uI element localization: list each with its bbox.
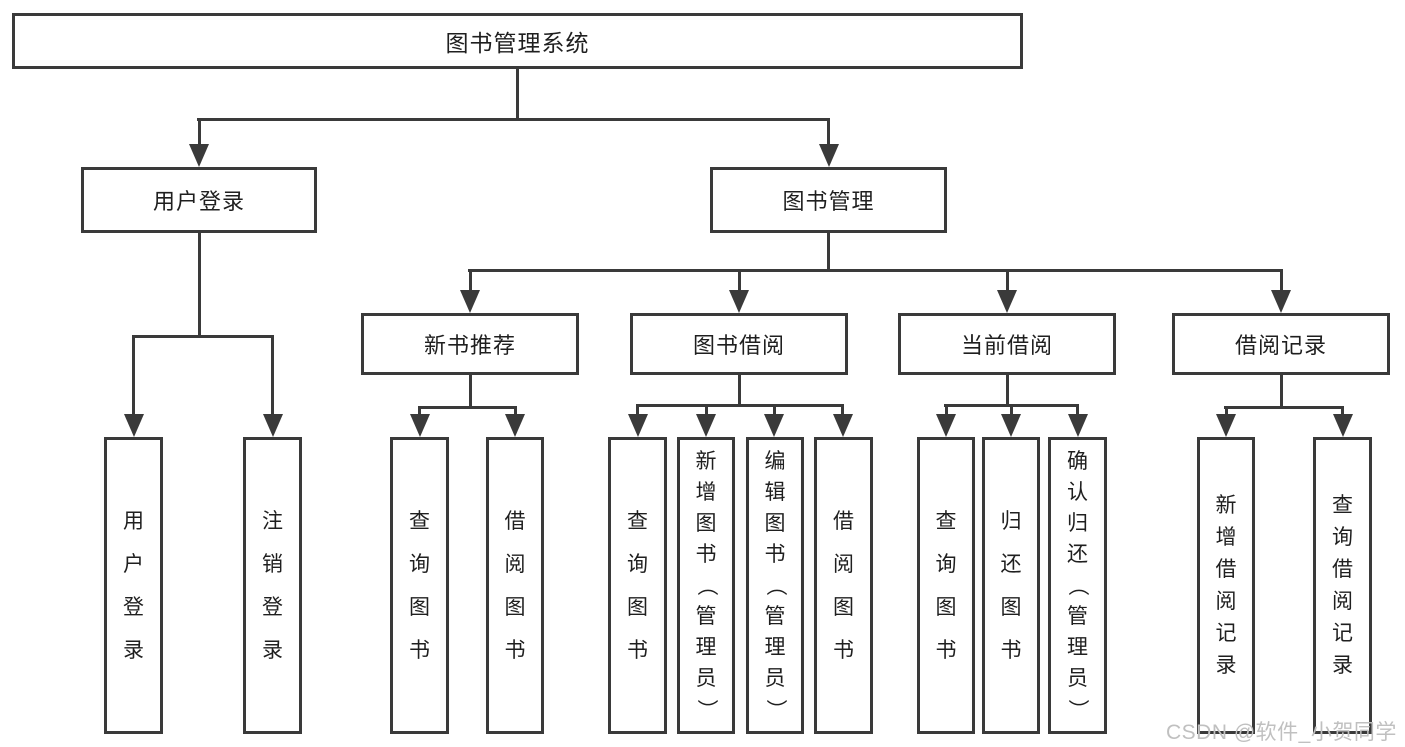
node-new-book-recommend: 新书推荐 xyxy=(361,313,579,375)
connector-line xyxy=(636,404,844,407)
node-user-login-branch: 用户登录 xyxy=(81,167,317,233)
arrow-down-icon xyxy=(729,290,749,313)
leaf-current-return-books: 归还图书 xyxy=(982,437,1040,734)
node-label: 图书管理 xyxy=(782,189,875,214)
arrow-down-icon xyxy=(627,414,648,437)
node-label: 新增借阅记录 xyxy=(1215,494,1237,677)
leaf-current-confirm-return-admin: 确认归还（管理员） xyxy=(1048,437,1107,734)
arrow-down-icon xyxy=(409,414,430,437)
connector-line xyxy=(636,404,639,416)
leaf-recommend-borrow-books: 借阅图书 xyxy=(486,437,544,734)
node-label: 归还图书 xyxy=(1000,509,1022,662)
node-book-borrowing: 图书借阅 xyxy=(630,313,848,375)
arrow-down-icon xyxy=(832,414,853,437)
connector-line xyxy=(515,69,519,121)
node-label: 借阅图书 xyxy=(833,509,854,662)
connector-line xyxy=(827,118,830,148)
connector-line xyxy=(197,118,830,121)
connector-line xyxy=(1005,375,1009,407)
arrow-down-icon xyxy=(262,414,283,437)
connector-line xyxy=(132,335,135,416)
node-label: 新书推荐 xyxy=(423,333,516,358)
node-label: 查询借阅记录 xyxy=(1332,494,1353,677)
node-label: 图书借阅 xyxy=(692,333,785,358)
connector-line xyxy=(944,404,948,416)
arrow-down-icon xyxy=(936,414,956,437)
csdn-watermark: CSDN @软件_小贺同学 xyxy=(1166,721,1397,744)
leaf-borrowing-edit-books-admin: 编辑图书（管理员） xyxy=(746,437,804,734)
leaf-borrowing-borrow-books: 借阅图书 xyxy=(814,437,873,734)
connector-line xyxy=(197,233,201,338)
arrow-down-icon xyxy=(1067,414,1088,437)
leaf-borrowing-query-books: 查询图书 xyxy=(608,437,667,734)
connector-line xyxy=(1224,406,1228,416)
connector-line xyxy=(468,269,472,293)
node-label: 图书管理系统 xyxy=(445,30,590,56)
node-current-borrowing: 当前借阅 xyxy=(898,313,1116,375)
arrow-down-icon xyxy=(696,414,716,437)
arrow-down-icon xyxy=(1332,414,1353,437)
node-label: 新增图书（管理员） xyxy=(694,450,718,720)
arrow-down-icon xyxy=(997,290,1017,313)
connector-line xyxy=(1005,269,1009,293)
arrow-down-icon xyxy=(818,144,839,167)
connector-line xyxy=(1341,406,1344,416)
connector-line xyxy=(418,406,517,409)
connector-line xyxy=(1279,375,1283,409)
connector-line xyxy=(418,406,421,416)
connector-line xyxy=(772,404,776,416)
connector-line xyxy=(737,269,741,293)
node-root-library-system: 图书管理系统 xyxy=(12,13,1023,69)
leaf-records-query-record: 查询借阅记录 xyxy=(1313,437,1372,734)
node-label: 注销登录 xyxy=(262,509,283,662)
arrow-down-icon xyxy=(505,414,525,437)
connector-line xyxy=(1279,269,1283,293)
leaf-logout: 注销登录 xyxy=(243,437,302,734)
connector-line xyxy=(827,233,830,272)
arrow-down-icon xyxy=(123,414,144,437)
connector-line xyxy=(513,406,517,416)
leaf-records-add-record: 新增借阅记录 xyxy=(1197,437,1255,734)
connector-line xyxy=(1009,404,1013,416)
node-book-management-branch: 图书管理 xyxy=(710,167,947,233)
node-label: 查询图书 xyxy=(627,509,648,662)
connector-line xyxy=(737,375,741,407)
arrow-down-icon xyxy=(1216,414,1236,437)
node-label: 借阅图书 xyxy=(504,509,526,662)
connector-line xyxy=(1076,404,1079,416)
node-label: 借阅记录 xyxy=(1234,333,1327,358)
node-label: 查询图书 xyxy=(409,509,430,662)
arrow-down-icon xyxy=(460,290,480,313)
node-label: 编辑图书（管理员） xyxy=(763,450,787,720)
node-label: 查询图书 xyxy=(935,509,957,662)
connector-line xyxy=(1224,406,1344,409)
connector-line xyxy=(468,269,1283,272)
connector-line xyxy=(271,335,274,416)
connector-line xyxy=(841,404,844,416)
arrow-down-icon xyxy=(1271,290,1291,313)
connector-line xyxy=(132,335,274,338)
leaf-current-query-books: 查询图书 xyxy=(917,437,975,734)
node-label: 确认归还（管理员） xyxy=(1066,450,1089,720)
connector-line xyxy=(704,404,708,416)
connector-line xyxy=(197,118,201,148)
node-label: 用户登录 xyxy=(152,189,245,214)
leaf-recommend-query-books: 查询图书 xyxy=(390,437,449,734)
leaf-borrowing-add-books-admin: 新增图书（管理员） xyxy=(677,437,735,734)
node-label: 用户登录 xyxy=(123,509,144,662)
connector-line xyxy=(468,375,472,409)
node-label: 当前借阅 xyxy=(960,333,1053,358)
leaf-user-login: 用户登录 xyxy=(104,437,163,734)
node-borrowing-records: 借阅记录 xyxy=(1172,313,1390,375)
arrow-down-icon xyxy=(189,144,209,167)
arrow-down-icon xyxy=(1001,414,1021,437)
arrow-down-icon xyxy=(764,414,784,437)
